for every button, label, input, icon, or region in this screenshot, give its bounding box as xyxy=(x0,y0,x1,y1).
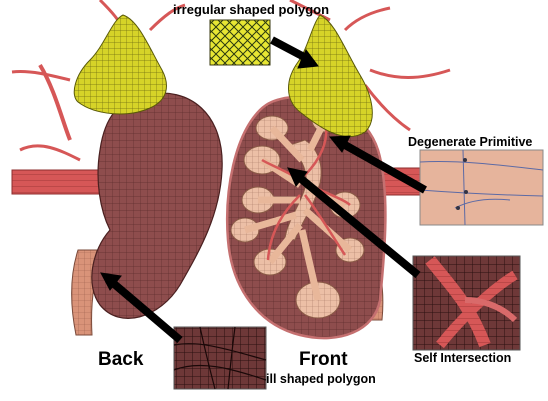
back-adrenal-gland xyxy=(74,15,166,114)
label-irregular-polygon: irregular shaped polygon xyxy=(173,2,329,17)
label-front: Front xyxy=(299,349,348,371)
inset-degenerate-primitive xyxy=(420,150,543,225)
label-self-intersection: Self Intersection xyxy=(414,351,511,365)
label-ill-shaped-polygon: ill shaped polygon xyxy=(266,372,376,386)
inset-ill-shaped-polygon xyxy=(174,327,266,389)
back-vessel xyxy=(12,72,70,80)
label-degenerate-primitive: Degenerate Primitive xyxy=(408,135,532,149)
front-vessel xyxy=(345,8,390,30)
front-vessel xyxy=(370,70,450,78)
inset-irregular-polygon xyxy=(210,20,270,65)
label-back: Back xyxy=(98,349,143,371)
back-vessel xyxy=(20,146,80,160)
inset-self-intersection xyxy=(413,256,520,350)
